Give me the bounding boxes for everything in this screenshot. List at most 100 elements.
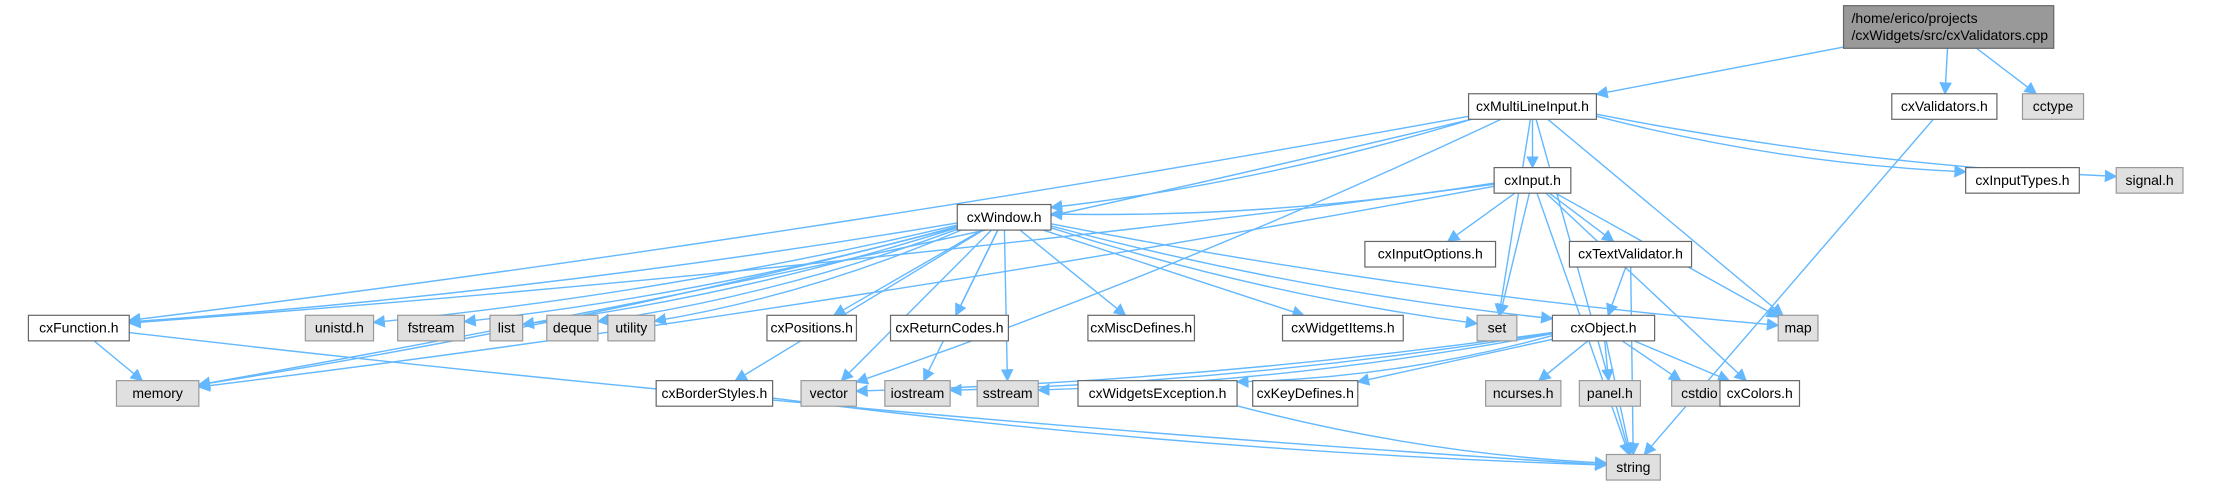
edge-cxWindow-to-cxObject <box>1050 225 1554 324</box>
edge-cxWindow-to-iostream <box>923 229 999 382</box>
node-cxObject[interactable]: cxObject.h <box>1551 314 1656 342</box>
edge-cxInput-to-cxInputOptions <box>1446 192 1516 243</box>
node-cxFunction[interactable]: cxFunction.h <box>27 314 130 342</box>
node-cxWidgetsException[interactable]: cxWidgetsException.h <box>1077 380 1238 407</box>
node-deque[interactable]: deque <box>546 314 599 342</box>
node-cxInputOptions[interactable]: cxInputOptions.h <box>1364 240 1497 268</box>
edge-cxFunction-to-memory <box>93 340 144 382</box>
edge-cxInput-to-set <box>1496 193 1531 317</box>
node-map[interactable]: map <box>1777 314 1819 342</box>
edge-cxTextValidator-to-string <box>1626 266 1640 456</box>
edge-cxValidators-to-string <box>1643 118 1934 456</box>
node-box-cxReturnCodes <box>889 314 1009 342</box>
node-label-cxWindow: cxWindow.h <box>967 209 1042 225</box>
node-cxBorderStyles[interactable]: cxBorderStyles.h <box>655 380 774 407</box>
node-panel[interactable]: panel.h <box>1578 380 1642 407</box>
edge-cxInput-to-cxTextValidator <box>1548 192 1615 243</box>
node-box-cxInputTypes <box>1965 166 2080 194</box>
edge-cxMultiLineInput-to-map <box>1547 118 1784 317</box>
node-label-cctype: cctype <box>2033 98 2074 114</box>
node-label-utility: utility <box>615 320 647 336</box>
node-fstream[interactable]: fstream <box>397 314 466 342</box>
edge-cxObject-to-cstdio <box>1621 340 1682 382</box>
node-label-deque: deque <box>553 320 592 336</box>
node-box-cxWindow <box>956 203 1052 231</box>
edge-cxWindow-to-cxWidgetItems <box>1042 229 1305 318</box>
node-label-map: map <box>1784 320 1811 336</box>
node-cxValidators[interactable]: cxValidators.h <box>1891 93 1998 120</box>
edge-cxWindow-to-deque <box>596 228 958 327</box>
node-root[interactable]: /home/erico/projects/cxWidgets/src/cxVal… <box>1842 5 2055 49</box>
node-box-cxInputOptions <box>1364 240 1497 268</box>
node-label-cxObject: cxObject.h <box>1570 320 1636 336</box>
edge-cxWindow-to-cxPositions <box>832 229 983 316</box>
node-cxInput[interactable]: cxInput.h <box>1493 166 1572 194</box>
edge-cxObject-to-panel <box>1601 340 1614 382</box>
edge-cxWindow-to-set <box>1050 227 1479 329</box>
node-box-cxInput <box>1493 166 1572 194</box>
edge-root-to-cctype <box>1976 47 2038 95</box>
edge-cxWidgetsException-to-string <box>1236 405 1608 469</box>
node-box-map <box>1777 314 1819 342</box>
node-vector[interactable]: vector <box>800 380 858 407</box>
node-label-cxWidgetItems: cxWidgetItems.h <box>1291 320 1394 336</box>
node-label-vector: vector <box>810 385 848 401</box>
node-sstream[interactable]: sstream <box>976 380 1039 407</box>
edge-cxMultiLineInput-to-memory <box>197 118 1472 390</box>
node-cxReturnCodes[interactable]: cxReturnCodes.h <box>889 314 1009 342</box>
node-label-cxMultiLineInput: cxMultiLineInput.h <box>1476 98 1589 114</box>
edge-cxWindow-to-list <box>521 227 958 330</box>
node-list[interactable]: list <box>489 314 524 342</box>
node-box-list <box>489 314 524 342</box>
node-label-panel: panel.h <box>1587 385 1633 401</box>
node-set[interactable]: set <box>1476 314 1518 342</box>
node-cxMultiLineInput[interactable]: cxMultiLineInput.h <box>1467 93 1597 120</box>
node-string[interactable]: string <box>1605 453 1661 481</box>
node-label-iostream: iostream <box>891 385 945 401</box>
edge-cxObject-to-cxKeyDefines <box>1356 338 1553 386</box>
node-cxWindow[interactable]: cxWindow.h <box>956 203 1052 231</box>
edge-cxWindow-to-utility <box>653 229 962 326</box>
node-label-signal: signal.h <box>2125 172 2173 188</box>
node-label-sstream: sstream <box>983 385 1033 401</box>
node-label-cxWidgetsException: cxWidgetsException.h <box>1089 385 1227 401</box>
node-signal[interactable]: signal.h <box>2115 166 2184 194</box>
node-box-utility <box>607 314 656 342</box>
node-utility[interactable]: utility <box>607 314 656 342</box>
edge-cxMultiLineInput-to-cxInputTypes <box>1596 115 1967 178</box>
edge-root-to-cxValidators <box>1939 48 1952 95</box>
edge-cxObject-to-cxColors <box>1633 340 1731 383</box>
node-label-cxColors: cxColors.h <box>1727 385 1793 401</box>
edge-cxMultiLineInput-to-vector <box>855 118 1502 385</box>
node-ncurses[interactable]: ncurses.h <box>1485 380 1562 407</box>
node-cxTextValidator[interactable]: cxTextValidator.h <box>1568 240 1693 268</box>
node-label-cxReturnCodes: cxReturnCodes.h <box>895 320 1003 336</box>
node-box-cxFunction <box>27 314 130 342</box>
node-label-cxMiscDefines: cxMiscDefines.h <box>1090 320 1192 336</box>
node-cstdio[interactable]: cstdio <box>1671 380 1728 407</box>
node-cxKeyDefines[interactable]: cxKeyDefines.h <box>1252 380 1359 407</box>
node-label-unistd: unistd.h <box>315 320 364 336</box>
node-cxInputTypes[interactable]: cxInputTypes.h <box>1965 166 2080 194</box>
node-box-cxColors <box>1719 380 1801 407</box>
edge-cxWindow-to-sstream <box>1000 230 1014 382</box>
node-label-cxInputOptions: cxInputOptions.h <box>1378 246 1483 262</box>
node-box-cxPositions <box>766 314 858 342</box>
node-cxPositions[interactable]: cxPositions.h <box>766 314 858 342</box>
node-box-fstream <box>397 314 466 342</box>
node-cxColors[interactable]: cxColors.h <box>1719 380 1801 407</box>
node-memory[interactable]: memory <box>115 380 200 407</box>
node-box-root <box>1842 5 2055 49</box>
node-cxMiscDefines[interactable]: cxMiscDefines.h <box>1087 314 1196 342</box>
edge-cxObject-to-ncurses <box>1538 340 1589 382</box>
node-cxWidgetItems[interactable]: cxWidgetItems.h <box>1281 314 1404 342</box>
node-label-set: set <box>1488 320 1507 336</box>
node-label-cxInputTypes: cxInputTypes.h <box>1975 172 2069 188</box>
node-cctype[interactable]: cctype <box>2021 93 2085 120</box>
node-label-cxValidators: cxValidators.h <box>1901 98 1988 114</box>
node-iostream[interactable]: iostream <box>884 380 951 407</box>
node-unistd[interactable]: unistd.h <box>304 314 375 342</box>
node-box-cctype <box>2021 93 2085 120</box>
edge-cxWindow-to-cxBorderStyles <box>734 229 984 382</box>
